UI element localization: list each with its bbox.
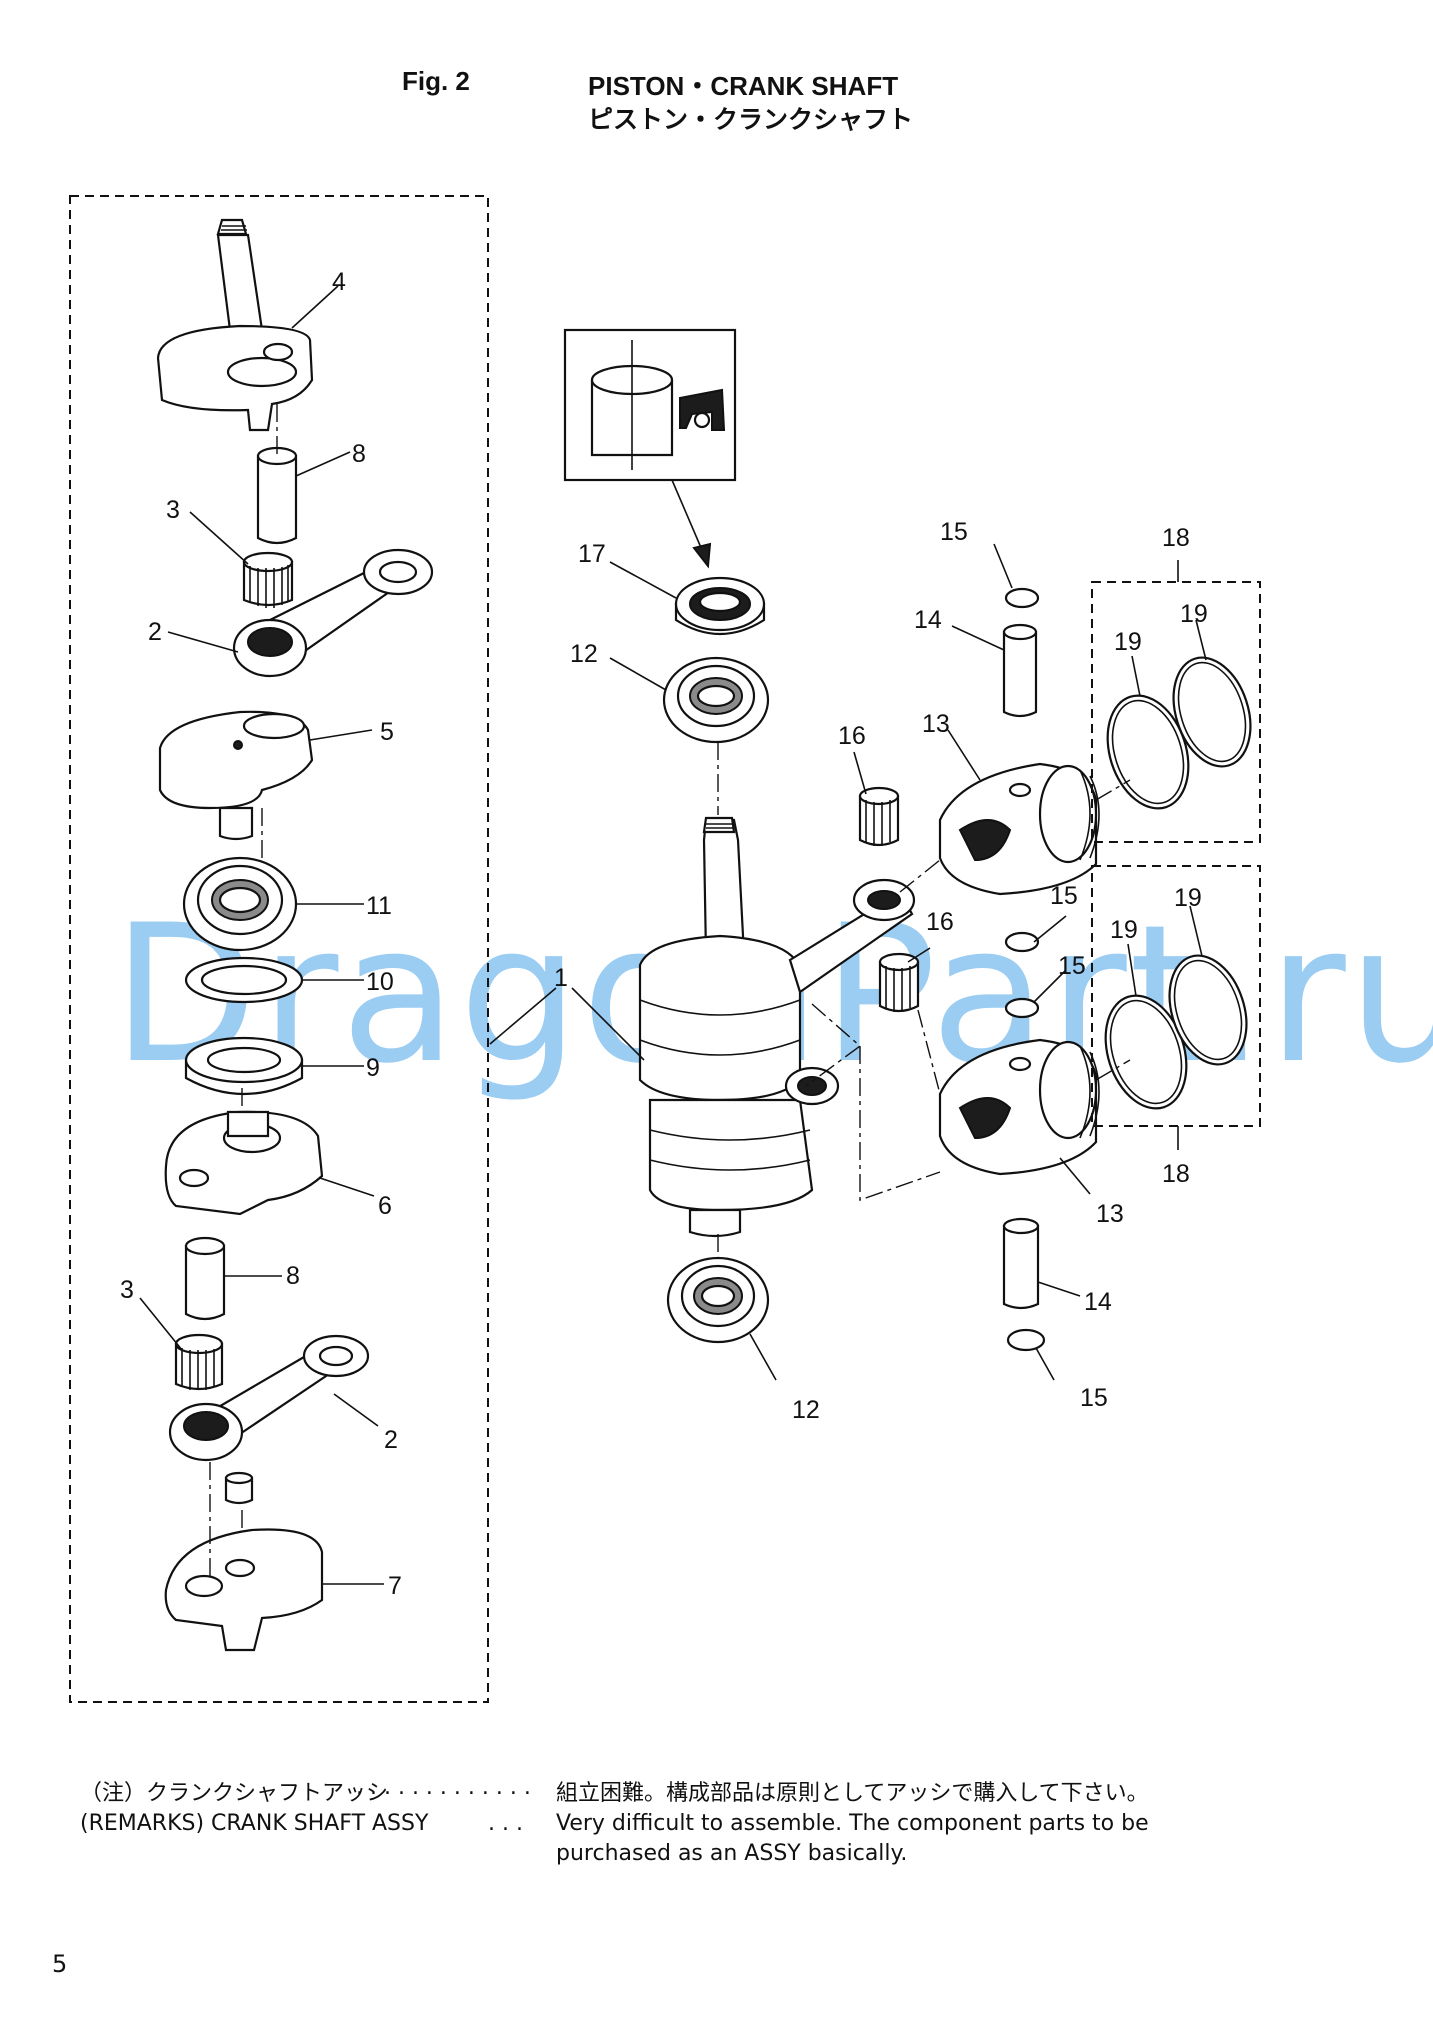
callout-16-upper: 16	[838, 722, 866, 750]
callout-3-upper: 3	[166, 496, 180, 524]
remarks-leader-dots-english: . . .	[488, 1811, 523, 1836]
part-17-oil-seal	[674, 576, 766, 636]
part-3-needle-bearing-upper	[242, 551, 294, 608]
remarks-text-english-line1: Very difficult to assemble. The componen…	[556, 1811, 1149, 1836]
callout-9: 9	[366, 1054, 380, 1082]
part-14-piston-pin-upper	[1002, 623, 1038, 718]
part-15-circlip-d	[1006, 1328, 1046, 1352]
callout-15-b: 15	[1050, 882, 1078, 910]
part-3-needle-bearing-lower	[174, 1333, 224, 1391]
part-8-crank-pin-upper	[256, 446, 298, 545]
callout-19-c: 19	[1110, 916, 1138, 944]
callout-15-c: 15	[1058, 952, 1086, 980]
callout-15-d: 15	[1080, 1384, 1108, 1412]
crankshaft-assy-box	[69, 195, 489, 1703]
callout-4: 4	[332, 268, 346, 296]
callout-14-lower: 14	[1084, 1288, 1112, 1316]
page-number: 5	[52, 1950, 68, 1978]
part-12-ball-bearing-upper	[662, 656, 770, 744]
piston-ring-set-box-lower	[1091, 865, 1261, 1127]
part-2-connecting-rod-upper	[232, 548, 434, 678]
remarks-label-english: (REMARKS) CRANK SHAFT ASSY	[80, 1811, 429, 1836]
part-1-crankshaft-assembly	[638, 816, 916, 1238]
callout-10: 10	[366, 968, 394, 996]
part-4-crank-web-upper	[156, 218, 314, 432]
oil-seal-detail-inset	[563, 328, 737, 482]
callout-19-a: 19	[1114, 628, 1142, 656]
callout-14-upper: 14	[914, 606, 942, 634]
callout-12-lower: 12	[792, 1396, 820, 1424]
part-19-piston-ring-d	[1168, 954, 1248, 1066]
part-7-crank-web-lower	[164, 1528, 324, 1652]
callout-17: 17	[578, 540, 606, 568]
part-5-crank-web	[158, 710, 314, 841]
part-19-piston-ring-b	[1172, 656, 1252, 768]
part-15-circlip-c	[1004, 997, 1040, 1019]
callout-11: 11	[366, 892, 392, 920]
callout-13-lower: 13	[1096, 1200, 1124, 1228]
callout-8-lower: 8	[286, 1262, 300, 1290]
part-10-washer	[184, 956, 304, 1004]
part-8-crank-pin-lower	[184, 1236, 226, 1321]
part-14-piston-pin-lower	[1002, 1217, 1040, 1310]
callout-12-upper: 12	[570, 640, 598, 668]
callout-18-lower: 18	[1162, 1160, 1190, 1188]
callout-16-lower: 16	[926, 908, 954, 936]
callout-8-upper: 8	[352, 440, 366, 468]
part-13-piston-lower	[938, 1038, 1100, 1176]
remarks-text-english-line2: purchased as an ASSY basically.	[556, 1841, 908, 1866]
callout-3-lower: 3	[120, 1276, 134, 1304]
callout-5: 5	[380, 718, 394, 746]
figure-number: Fig. 2	[402, 66, 470, 96]
remarks-text-japanese: 組立困難。構成部品は原則としてアッシで購入して下さい。	[556, 1781, 1149, 1806]
callout-15-a: 15	[940, 518, 968, 546]
callout-13-upper: 13	[922, 710, 950, 738]
callout-2-lower: 2	[384, 1426, 398, 1454]
small-pin	[224, 1471, 254, 1505]
figure-title-japanese: ピストン・クランクシャフト	[588, 106, 914, 134]
part-6-crank-web	[164, 1110, 324, 1216]
part-11-ball-bearing	[182, 856, 298, 952]
part-15-circlip-a	[1004, 587, 1040, 609]
part-13-piston-upper	[938, 762, 1100, 896]
part-15-circlip-b	[1004, 931, 1040, 953]
callout-1: 1	[554, 964, 568, 992]
part-2-connecting-rod-lower	[168, 1334, 370, 1462]
callout-7: 7	[388, 1572, 402, 1600]
remarks-label-japanese: （注）クランクシャフトアッシ	[80, 1781, 389, 1806]
part-16-needle-bearing-upper	[858, 786, 900, 847]
callout-19-d: 19	[1174, 884, 1202, 912]
callout-2-upper: 2	[148, 618, 162, 646]
callout-18-upper: 18	[1162, 524, 1190, 552]
part-9-oil-seal	[184, 1036, 304, 1096]
callout-19-b: 19	[1180, 600, 1208, 628]
figure-title-english: PISTON・CRANK SHAFT	[588, 71, 899, 101]
part-16-needle-bearing-lower	[878, 952, 920, 1013]
piston-ring-set-box-upper	[1091, 581, 1261, 843]
remarks-leader-dots-japanese: . . . . . . . . . . . . .	[356, 1775, 531, 1800]
callout-6: 6	[378, 1192, 392, 1220]
exploded-parts-diagram: DragonPart.ru	[69, 195, 1433, 1703]
page-header: Fig. 2 PISTON・CRANK SHAFT ピストン・クランクシャフト	[0, 0, 1433, 140]
part-12-ball-bearing-lower	[666, 1256, 770, 1344]
